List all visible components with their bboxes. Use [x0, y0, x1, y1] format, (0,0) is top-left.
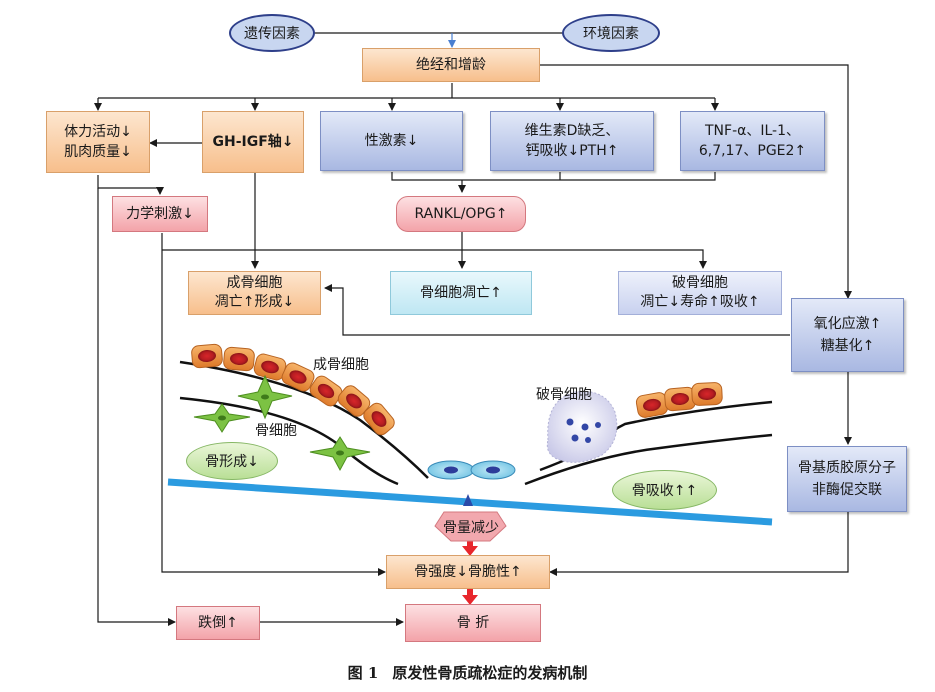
arrow-oxidative-to-osteoblast: [324, 284, 790, 336]
caption-number: 图 1: [347, 664, 379, 682]
red-arrow-loss-head: [462, 546, 478, 556]
figure-caption: 图 1 原发性骨质疏松症的发病机制: [0, 662, 935, 683]
red-arrow-strength-shaft: [467, 588, 473, 597]
bone-loss-marker: [463, 494, 473, 506]
bone-edge-lower: [179, 396, 399, 486]
rankl-opg-box: RANKL/OPG↑: [396, 196, 526, 232]
mechanical-stimulus-box: 力学刺激↓: [112, 196, 208, 232]
osteocyte-box: 骨细胞凋亡↑: [390, 271, 532, 315]
osteoblast-box: 成骨细胞 凋亡↑形成↓: [188, 271, 321, 315]
label-osteoblast: 成骨细胞: [313, 357, 369, 373]
red-arrow-strength-head: [462, 595, 478, 605]
arrow-to-osteoclast: [162, 249, 707, 269]
bone-strength-box: 骨强度↓骨脆性↑: [386, 555, 550, 589]
fracture-box: 骨 折: [405, 604, 541, 642]
label-osteocyte: 骨细胞: [255, 423, 297, 439]
caption-title: 原发性骨质疏松症的发病机制: [392, 664, 588, 682]
osteoblast-cells: [191, 343, 395, 436]
arrow-physical-to-falls: [97, 188, 176, 626]
bone-formation-oval: 骨形成↓: [186, 442, 278, 480]
bone-edge-right-lower: [524, 433, 773, 486]
bone-edge-upper: [179, 360, 429, 479]
environmental-factors: 环境因素: [562, 14, 660, 52]
label-bone-loss: 骨量减少: [443, 520, 499, 536]
menopause-aging-box: 绝经和增龄: [362, 48, 540, 82]
cytokines-box: TNF-α、IL-1、 6,7,17、PGE2↑: [680, 111, 825, 171]
oxidative-stress-box: 氧化应激↑ 糖基化↑: [791, 298, 904, 372]
lining-cells: [427, 460, 516, 480]
genetic-factors: 遗传因素: [229, 14, 315, 52]
bus-menopause: [98, 83, 715, 99]
collagen-crosslink-box: 骨基质胶原分子 非酶促交联: [787, 446, 907, 512]
vitamin-d-box: 维生素D缺乏、 钙吸收↓PTH↑: [490, 111, 654, 171]
gh-igf-box: GH-IGF轴↓: [202, 111, 304, 173]
red-arrow-loss-shaft: [467, 536, 473, 548]
arrow-physical-to-mechanical: [97, 175, 164, 195]
arrow-mechanical-to-strength: [161, 233, 386, 576]
arrow-collagen-to-strength: [549, 512, 849, 576]
osteoclast-cell: [546, 390, 618, 463]
bone-loss-shape: [434, 511, 507, 542]
physical-activity-box: 体力活动↓ 肌肉质量↓: [46, 111, 150, 173]
arrow-to-oxidative: [540, 64, 852, 299]
bone-resorption-oval: 骨吸收↑↑: [612, 470, 717, 510]
sex-hormone-box: 性激素↓: [320, 111, 463, 171]
bus-to-rankl: [391, 172, 716, 181]
osteocyte-cells: [193, 374, 371, 472]
label-osteoclast: 破骨细胞: [536, 387, 592, 403]
falls-box: 跌倒↑: [176, 606, 260, 640]
osteoclast-box: 破骨细胞 凋亡↓寿命↑吸收↑: [618, 271, 782, 315]
osteoblast-cells-right: [635, 382, 723, 418]
